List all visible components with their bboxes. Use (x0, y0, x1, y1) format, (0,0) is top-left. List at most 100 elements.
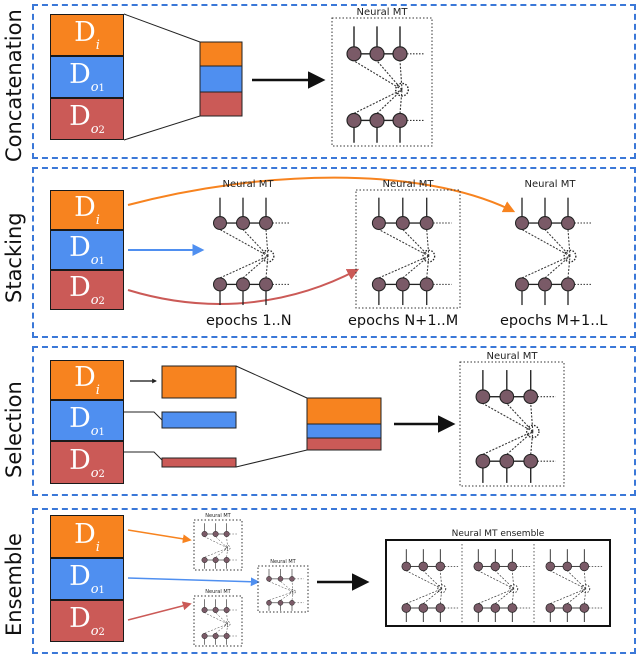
selected-in-domain (161, 365, 237, 399)
block-out-domain-1: Do1 (50, 230, 124, 270)
block-out-domain-2: Do2 (50, 270, 124, 310)
encoder-node (560, 277, 576, 292)
decoder-node (369, 46, 385, 62)
nmt-graph-stacking-1: Neural MT (212, 179, 290, 306)
nmt-label: Neural MT (270, 559, 296, 565)
encoder-node (201, 557, 208, 563)
epoch-label-2: epochs N+1..M (348, 313, 459, 329)
decoder-node (212, 607, 219, 613)
decoder-node (473, 561, 484, 572)
decoder-node (545, 561, 556, 572)
nmt-label: Neural MT (383, 179, 435, 190)
nmt-graph-ensemble-member-3: Neural MT (193, 589, 243, 647)
encoder-node (419, 277, 434, 292)
decoder-node (201, 531, 208, 537)
panel-ensemble (32, 508, 636, 654)
block-out-domain-2: Do2 (50, 441, 124, 484)
selection-connector (124, 451, 163, 461)
encoder-node (223, 557, 230, 563)
concat-bar-red (199, 91, 243, 117)
encoder-node (473, 603, 484, 613)
decoder-node (419, 216, 434, 231)
decoder-node (418, 561, 429, 572)
nmt-graph-selection: Neural MT (459, 351, 565, 487)
decoder-node (435, 561, 446, 572)
block-out-domain-2: Do2 (50, 600, 124, 642)
encoder-node (514, 277, 530, 292)
nmt-label: Neural MT (357, 7, 409, 18)
in-domain-arrow (127, 529, 192, 544)
decoder-node (560, 216, 576, 231)
decoder-node (507, 561, 518, 572)
decoder-node (212, 531, 219, 537)
decoder-node (201, 607, 208, 613)
decoder-node (212, 216, 228, 231)
encoder-node (277, 600, 284, 606)
encoder-node (289, 600, 295, 606)
decoder-node (223, 607, 230, 613)
encoder-node (490, 603, 501, 613)
encoder-node (369, 112, 385, 128)
encoder-node (223, 633, 230, 639)
encoder-node (435, 603, 446, 613)
encoder-node (418, 603, 429, 613)
encoder-node (392, 112, 408, 128)
decoder-node (499, 389, 515, 405)
nmt-graph-ensemble-member-1: Neural MT (193, 513, 243, 571)
epoch-label-3: epochs M+1..L (500, 313, 608, 329)
funnel-line (123, 115, 201, 141)
concat-bar-orange (199, 41, 243, 67)
decoder-node (277, 576, 284, 582)
decoder-node (258, 216, 274, 231)
nmt-graph-ensemble-part-1 (401, 549, 459, 622)
nmt-graph-stacking-2: Neural MT (355, 179, 461, 309)
ensemble-frame (385, 539, 611, 627)
nmt-label: Neural MT (205, 589, 231, 595)
nmt-graph-ensemble-member-2: Neural MT (257, 559, 309, 613)
encoder-node (395, 277, 410, 292)
decoder-node (562, 561, 573, 572)
selection-bar-orange (306, 397, 382, 425)
block-out-domain-1: Do1 (50, 56, 124, 98)
encoder-node (201, 633, 208, 639)
panel-stacking (32, 167, 636, 338)
in-domain-curve-arrow (127, 176, 516, 213)
epoch-label-1: epochs 1..N (206, 313, 292, 329)
encoder-node (371, 277, 386, 292)
encoder-node (475, 453, 491, 469)
decoder-node (579, 561, 590, 572)
encoder-node (507, 603, 518, 613)
encoder-node (346, 112, 362, 128)
block-in-domain: Di (50, 14, 124, 56)
encoder-node (235, 277, 251, 292)
block-out-domain-1: Do1 (50, 558, 124, 600)
decoder-node (223, 531, 230, 537)
decoder-node (266, 576, 272, 582)
nmt-graph-concatenation: Neural MT (331, 7, 433, 147)
decoder-node (346, 46, 362, 62)
nmt-graph-ensemble-part-3 (545, 549, 603, 622)
decoder-node (235, 216, 251, 231)
selection-bar-red (306, 437, 382, 451)
encoder-node (212, 277, 228, 292)
decoder-node (392, 46, 408, 62)
encoder-node (537, 277, 553, 292)
encoder-node (579, 603, 590, 613)
encoder-node (212, 557, 219, 563)
decoder-node (401, 561, 412, 572)
nmt-label: Neural MT (487, 351, 539, 362)
decoder-node (537, 216, 553, 231)
encoder-node (212, 633, 219, 639)
selected-out-domain-1 (161, 411, 237, 429)
encoder-node (523, 453, 539, 469)
panel-concatenation (32, 4, 636, 159)
out-domain-2-curve-arrow (127, 268, 360, 305)
block-in-domain: Di (50, 360, 124, 400)
decoder-node (371, 216, 386, 231)
decoder-node (475, 389, 491, 405)
encoder-node (258, 277, 274, 292)
selection-bar-blue (306, 423, 382, 439)
block-out-domain-2: Do2 (50, 98, 124, 140)
